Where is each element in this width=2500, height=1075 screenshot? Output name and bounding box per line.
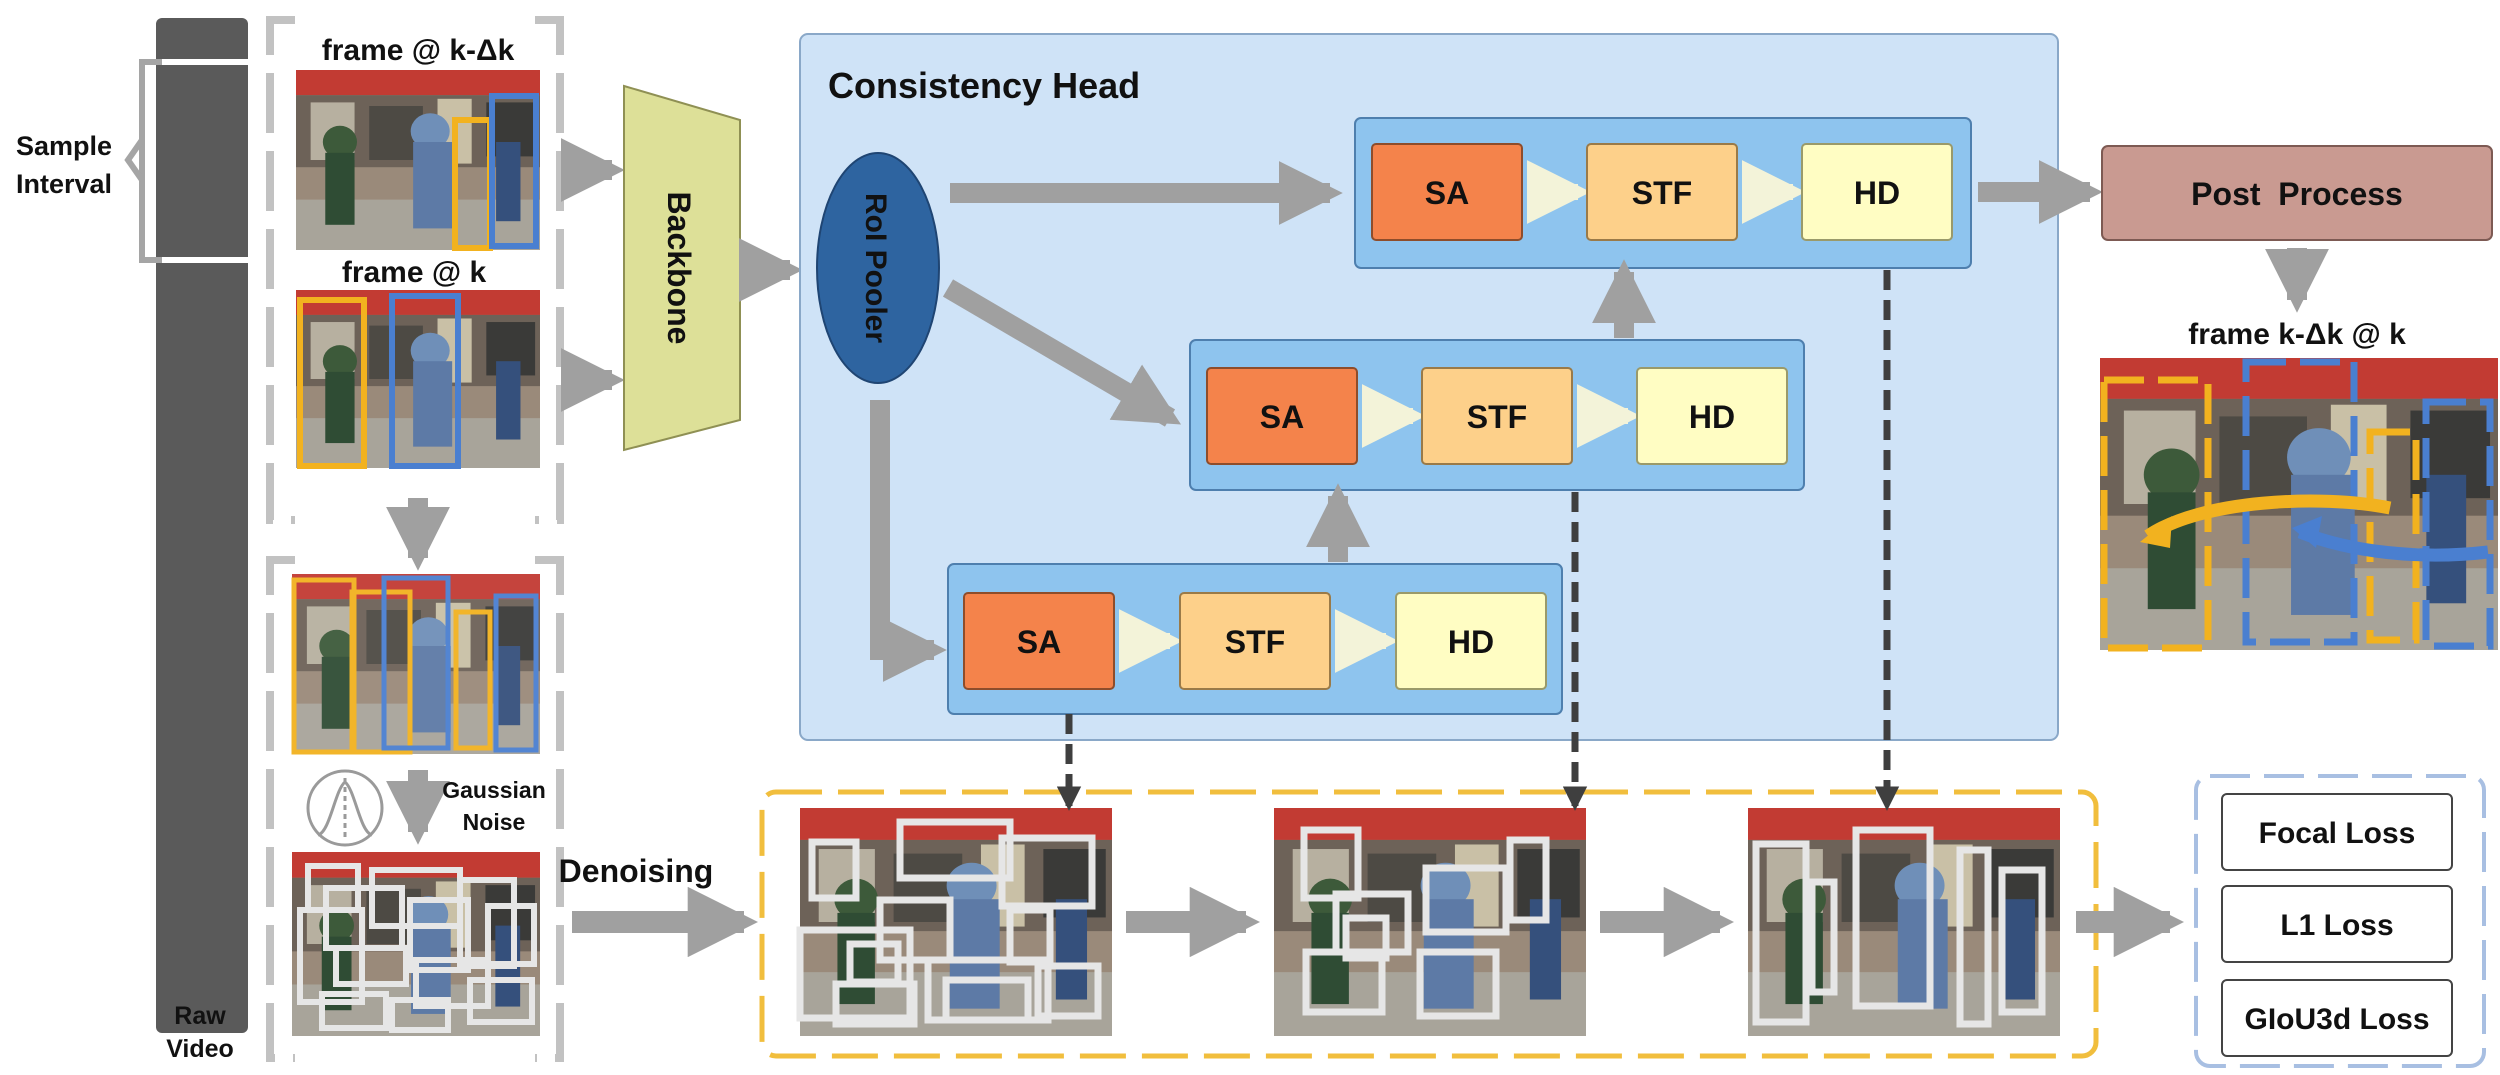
noise-group-bracket-right	[535, 556, 564, 1062]
stage-2-hd-label: HD	[1689, 399, 1735, 435]
stage-1-sa-label: SA	[1017, 624, 1061, 660]
denoise-frame-3	[1748, 808, 2060, 1036]
stage-2-hd-block	[1636, 367, 1788, 465]
denoising-label: Denoising	[559, 853, 714, 889]
stage-3-stf-block	[1586, 143, 1738, 241]
post-process-block	[2101, 145, 2493, 241]
noise-label-line2: Noise	[463, 809, 526, 835]
raw-video-label-line2: Video	[166, 1035, 234, 1063]
roi-to-stage1-arrow	[870, 400, 947, 683]
sample-interval-bracket-tip	[124, 138, 145, 182]
stage-3-hd-label: HD	[1854, 175, 1900, 211]
sample-interval-label-line1: Sample	[16, 131, 112, 161]
noise-label-line1: Gaussian	[442, 777, 546, 803]
raw-video-bar	[156, 18, 248, 1033]
stage-1-stf-block	[1179, 592, 1331, 690]
stage-2-stf-label: STF	[1467, 399, 1527, 435]
stage-2-sa-block	[1206, 367, 1358, 465]
frame-prev-image	[296, 70, 540, 251]
frame-group-bracket-left	[266, 16, 295, 524]
post-process-label: Post Process	[2191, 176, 2403, 212]
stage-1-hd-block	[1395, 592, 1547, 690]
stage-2-sa-label: SA	[1260, 399, 1304, 435]
stage-1-hd-label: HD	[1448, 624, 1494, 660]
stage-3-sa-label: SA	[1425, 175, 1469, 211]
stage-2-stf-block	[1421, 367, 1573, 465]
focal-loss-block	[2221, 793, 2453, 871]
sample-interval-label-line2: Interval	[16, 169, 112, 199]
result-frame-title: frame k-Δk @ k	[2188, 318, 2406, 351]
l1-loss-block	[2221, 885, 2453, 963]
l1-loss-label: L1 Loss	[2280, 909, 2393, 942]
stage-3-hd-block	[1801, 143, 1953, 241]
raw-video-label-line1: Raw	[174, 1002, 226, 1030]
stage-3-sa-block	[1371, 143, 1523, 241]
result-frame-image	[2100, 358, 2498, 652]
roi-pooler-label: RoI Pooler	[859, 193, 892, 343]
stage-1-sa-block	[963, 592, 1115, 690]
denoise-frame-2	[1274, 808, 1586, 1036]
gaussian-curve-icon	[306, 769, 384, 847]
sample-interval-bracket	[139, 59, 162, 263]
stage-1-stf-label: STF	[1225, 624, 1285, 660]
frame-prev-title: frame @ k-Δk	[322, 34, 515, 67]
stage-1: SA STF HD	[947, 563, 1563, 715]
focal-loss-label: Focal Loss	[2259, 817, 2416, 850]
frame-curr-title: frame @ k	[342, 256, 487, 289]
stage-3-stf-label: STF	[1632, 175, 1692, 211]
roi-to-stage2-arrow	[942, 279, 1182, 427]
roi-pooler-block	[816, 152, 940, 384]
frame-curr-image	[296, 290, 540, 469]
noise-group-bracket-left	[266, 556, 295, 1062]
loss-group-border	[2194, 774, 2486, 1068]
giou3d-loss-block	[2221, 979, 2453, 1057]
raw-video-segment-marks	[150, 59, 252, 263]
backbone-label: Backbone	[661, 192, 697, 345]
merged-frame-image	[291, 574, 540, 755]
frame-group-bracket-right	[535, 16, 564, 524]
consistency-head-title: Consistency Head	[828, 65, 1140, 106]
backbone-block	[623, 84, 741, 452]
noisy-frame-image	[292, 852, 540, 1036]
stage-2: SA STF HD	[1189, 339, 1805, 491]
giou3d-loss-label: GIoU3d Loss	[2244, 1003, 2429, 1036]
stage-3: SA STF HD	[1354, 117, 1972, 269]
denoise-frame-1	[796, 808, 1112, 1036]
